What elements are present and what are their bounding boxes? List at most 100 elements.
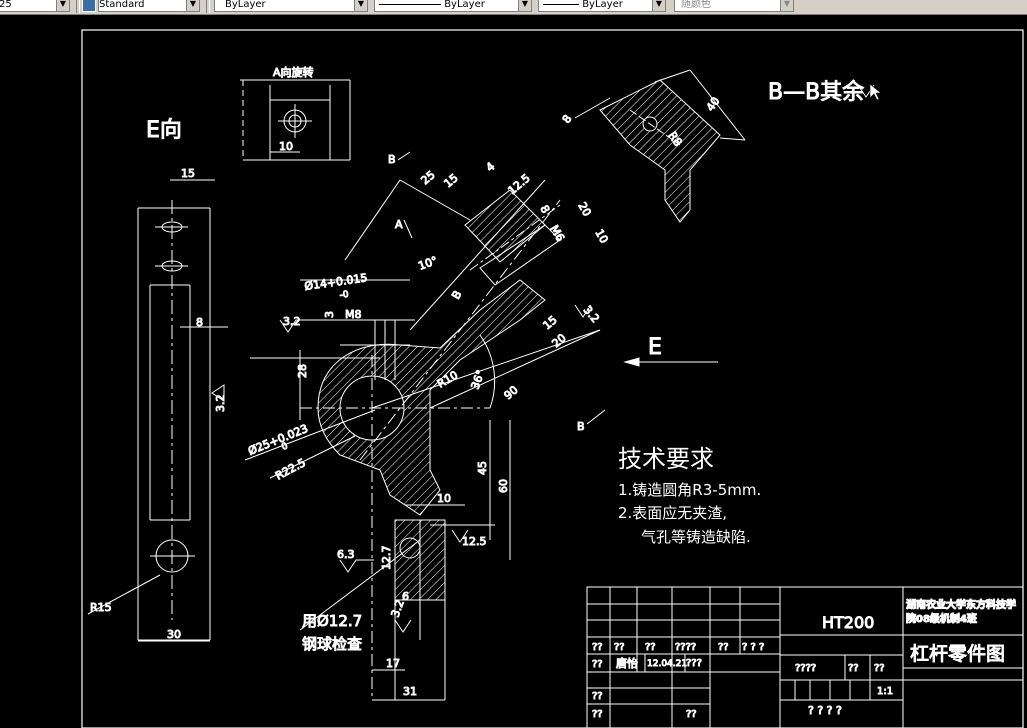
tb-q-4: ????: [675, 642, 696, 653]
toolbar-separator: [76, 0, 80, 13]
school-line-1: 湖南农业大学东方科技学: [906, 598, 1016, 611]
dim-36deg: 36°: [469, 368, 488, 391]
dim-8c: 8: [560, 113, 575, 126]
dim-r22-5: R22.5: [273, 456, 307, 483]
dim-12-7: 12.7: [380, 546, 393, 571]
chevron-down-icon[interactable]: ▼: [56, 0, 69, 11]
dim-3-2b: 3.2: [581, 304, 602, 326]
chevron-down-icon[interactable]: ▼: [354, 0, 367, 11]
dim-30: 30: [167, 628, 181, 641]
dim-60: 60: [497, 479, 510, 493]
school-line-2: 院08级机制4班: [906, 612, 977, 625]
tb-q-10: ??: [592, 709, 603, 720]
tech-item-2: 2.表面应无夹渣,: [618, 504, 727, 522]
dim-6: 6: [402, 590, 409, 603]
label-b-bottom: B: [577, 420, 585, 433]
designer: 唐怡: [616, 656, 638, 670]
linetype-dropdown[interactable]: ByLayer ▼: [374, 0, 532, 12]
chevron-down-icon[interactable]: ▼: [780, 0, 793, 11]
a-rotate-view: A向旋转 10: [240, 65, 351, 161]
properties-toolbar: 25 ▼ Standard ▼ ByLayer ▼ ByLayer ▼ ByLa…: [0, 0, 1027, 15]
scale: 1:1: [877, 686, 893, 697]
tb-q-14: ??: [874, 663, 885, 674]
dim-8b: 8: [537, 203, 552, 216]
dim-phi14: Ø14+0.015: [304, 271, 369, 293]
toolbar-separator: [206, 0, 210, 13]
a-rotate-view-title: A向旋转: [273, 65, 314, 79]
note-ball-check-1: 用Ø12.7: [302, 612, 362, 630]
dim-3: 3: [323, 311, 336, 318]
dim-40: 40: [704, 95, 723, 114]
dim-20b: 20: [550, 331, 569, 350]
dim-style-icon[interactable]: [82, 0, 96, 12]
dim-10-top: 10: [279, 140, 293, 153]
dim-phi25-lower: 0: [280, 441, 289, 453]
tb-q-3: ??: [645, 642, 656, 653]
line-preview: [379, 3, 441, 5]
tb-q-11: ??: [686, 709, 697, 720]
material: HT200: [822, 613, 874, 632]
dim-3-2c: 3.2: [389, 598, 407, 619]
color-dropdown[interactable]: 随颜色 ▼: [674, 0, 794, 12]
tb-q-1: ??: [592, 642, 603, 653]
dim-style-value: Standard: [99, 0, 145, 10]
line-preview: [543, 3, 579, 5]
tb-q-6: ? ? ?: [742, 642, 764, 653]
drawing-canvas[interactable]: A向旋转 10 E向 15 8 R15: [0, 14, 1027, 728]
cursor-icon: [869, 83, 882, 101]
dim-20: 20: [575, 200, 593, 219]
text-style-dropdown[interactable]: 25 ▼: [0, 0, 70, 12]
dim-12-5: 12.5: [506, 172, 533, 198]
dim-3-2: 3.2: [283, 315, 301, 328]
tech-item-1: 1.铸造圆角R3-5mm.: [618, 481, 761, 499]
dim-15c: 15: [541, 313, 560, 332]
label-e-arrow: E: [648, 335, 662, 360]
e-view-title: E向: [146, 118, 182, 143]
title-block: HT200 湖南农业大学东方科技学 院08级机制4班 杠杆零件图 ?? ?? ?…: [586, 586, 1024, 728]
note-ball-check-2: 钢球检查: [302, 635, 362, 653]
label-b-mid: B: [449, 288, 464, 301]
label-a: A: [395, 218, 403, 231]
layer-value: ByLayer: [225, 0, 266, 10]
dim-12-5b: 12.5: [462, 535, 487, 548]
technical-requirements: 技术要求 1.铸造圆角R3-5mm. 2.表面应无夹渣, 气孔等铸造缺陷.: [618, 445, 761, 546]
tb-q-5: ??: [718, 642, 729, 653]
chevron-down-icon[interactable]: ▼: [518, 0, 531, 11]
dim-8: 8: [196, 316, 203, 329]
bb-section-view: B—B其余 40 8 R8: [559, 69, 875, 223]
dim-m8: M8: [345, 308, 362, 321]
main-view: B A B B E 25 15 4 12.5 20 10 8 M6 10° Ø1…: [244, 151, 718, 701]
chevron-down-icon[interactable]: ▼: [652, 0, 665, 11]
dim-31: 31: [403, 685, 417, 698]
dim-phi14-lower: -0: [339, 290, 350, 301]
tech-title: 技术要求: [618, 445, 714, 473]
section-title: B—B其余: [768, 80, 864, 105]
chevron-down-icon[interactable]: ▼: [186, 0, 199, 11]
lineweight-dropdown[interactable]: ByLayer ▼: [538, 0, 666, 12]
text-style-value: 25: [0, 0, 12, 10]
dim-10: 10: [592, 227, 610, 246]
label-b-top: B: [388, 153, 396, 166]
dim-style-dropdown[interactable]: Standard ▼: [98, 0, 200, 12]
tb-q-9: ??: [592, 691, 603, 702]
tb-bottom-q: ? ? ? ?: [808, 704, 842, 717]
drawing-border: [81, 29, 1024, 728]
dim-m6: M6: [547, 223, 567, 244]
lineweight-value: ByLayer: [582, 0, 623, 10]
dim-32-roughness: 3.2: [214, 395, 227, 413]
part-name: 杠杆零件图: [910, 643, 1005, 665]
tech-item-3: 气孔等铸造缺陷.: [641, 528, 751, 546]
layer-dropdown[interactable]: ByLayer ▼: [214, 0, 368, 12]
dim-phi25: Ø25+0.023: [246, 422, 310, 458]
tb-q-12: ????: [795, 663, 816, 674]
dim-45: 45: [476, 461, 489, 475]
e-view: E向 15 8 R15 30 3.2: [87, 118, 228, 642]
tb-q-7: ??: [592, 659, 603, 670]
tb-q-2: ??: [614, 642, 625, 653]
dim-15b: 15: [442, 171, 461, 190]
dim-10deg: 10°: [417, 254, 440, 273]
dim-25: 25: [419, 168, 438, 187]
dim-6-3: 6.3: [337, 548, 355, 561]
dim-10c: 10: [437, 492, 451, 505]
dim-90: 90: [502, 383, 521, 402]
